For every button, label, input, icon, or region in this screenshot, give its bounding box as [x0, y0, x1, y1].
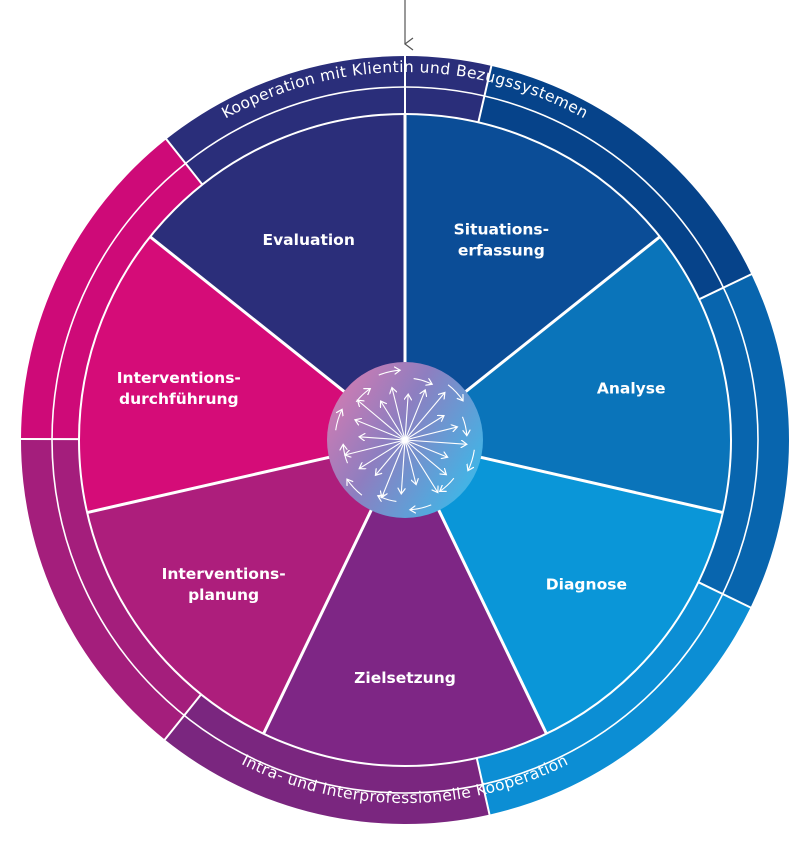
hub-cycle-arrow: [343, 444, 349, 464]
segment-label-evaluation: Evaluation: [262, 231, 354, 249]
hub-ray-arrow: [404, 439, 416, 485]
hub-ray-arrow: [359, 439, 406, 469]
center-hub: [327, 362, 483, 518]
hub-cycle-arrow: [378, 370, 400, 376]
hub-ray-arrow: [355, 420, 406, 441]
wedge-diagnose[interactable]: [405, 440, 723, 734]
inner-wedges: [78, 114, 731, 766]
hub-ray-arrow: [404, 439, 467, 444]
hub-ray-arrow: [404, 439, 438, 493]
hub-ray-arrow: [345, 439, 406, 455]
hub-cycle-arrow: [461, 416, 466, 436]
hub-ray-arrow: [359, 437, 406, 440]
segment-labels: Situations-erfassungAnalyseDiagnoseZiels…: [117, 220, 666, 687]
wedge-zielsetzung[interactable]: [263, 440, 547, 766]
band-divider: [162, 693, 202, 742]
hub-ray-arrow: [404, 393, 445, 441]
hub-cycle-arrow: [468, 449, 475, 471]
band-divider: [164, 136, 204, 186]
segment-label-zielsetzung: Zielsetzung: [354, 669, 456, 687]
wedge-situationserfassung[interactable]: [405, 114, 660, 440]
hub-ray-arrow: [405, 394, 408, 441]
hub-cycle-arrow: [347, 479, 363, 496]
outer-band: [21, 55, 789, 824]
wedge-interventionsplanung[interactable]: [87, 440, 406, 734]
hub-cycle-arrow: [378, 496, 397, 502]
segment-label-situationserfassung: Situations-erfassung: [454, 220, 549, 259]
hub-cycle-arrow: [410, 504, 432, 510]
hub-ray-arrow: [404, 427, 457, 441]
hub-cycle-arrow: [447, 384, 463, 401]
outer-band-diagnose: [476, 582, 751, 815]
band-divider: [475, 757, 491, 817]
hub-cycle-arrow: [355, 389, 370, 403]
hub-ray-arrow: [404, 439, 448, 457]
wedge-analyse[interactable]: [405, 236, 731, 513]
band-divider: [477, 63, 493, 123]
outer-band-zielsetzung: [164, 694, 490, 824]
outer-band-interventionsplanung: [21, 439, 202, 740]
hub-cycle-arrow: [335, 409, 342, 431]
outer-band-evaluation: [166, 55, 492, 185]
hub-ray-arrow: [382, 439, 406, 497]
hub-ray-arrow: [381, 401, 406, 441]
hub-ray-arrow: [358, 400, 406, 441]
segment-label-analyse: Analyse: [597, 379, 666, 397]
outer-band-situationserfassung: [478, 65, 752, 300]
outer-band-interventionsdurchfuehrung: [21, 139, 203, 440]
hub-ray-arrow: [401, 439, 405, 494]
hub-cycle-arrow: [440, 477, 455, 491]
hub-ray-arrow: [392, 388, 406, 441]
hub-ray-arrow: [404, 390, 425, 441]
segment-label-interventionsdurchfuehrung: Interventions-durchführung: [117, 369, 241, 408]
segment-label-diagnose: Diagnose: [546, 576, 627, 594]
wedge-interventionsdurchfuehrung[interactable]: [78, 236, 405, 513]
segment-label-interventionsplanung: Interventions-planung: [162, 565, 286, 604]
wedge-evaluation[interactable]: [150, 114, 405, 440]
band-divider: [697, 581, 753, 610]
hub-ray-arrow: [404, 439, 446, 475]
band-divider: [698, 272, 754, 301]
hub-ray-arrow: [375, 439, 406, 475]
hub-cycle-arrow: [413, 379, 433, 385]
hub-ray-arrow: [404, 416, 444, 441]
